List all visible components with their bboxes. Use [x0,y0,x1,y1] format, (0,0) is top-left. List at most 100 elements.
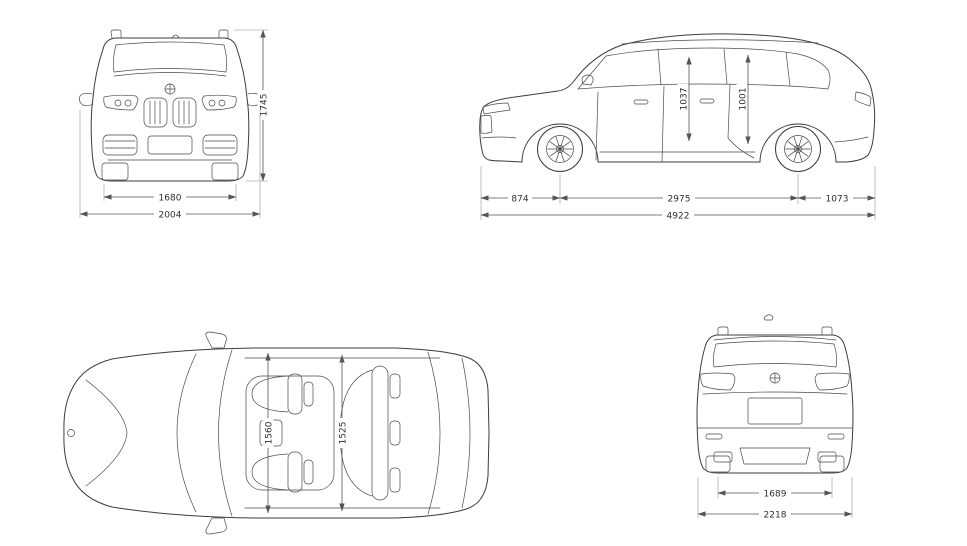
rear-license-plate-recess [747,397,803,425]
rear-right-reflector [827,433,845,440]
top-front-seat-right [251,451,314,493]
dim-rear-track: 1689 [717,477,833,500]
dim-label-front-height: 1745 [260,94,270,117]
top-sunroof [245,375,335,491]
front-body-outline [90,37,250,182]
top-body-outline [63,347,490,519]
dim-side-front-door-height: 1037 [677,56,692,142]
dim-top-front-interior-width: 1560 [262,352,275,514]
side-rear-wheel [775,126,821,172]
dim-label-bg [759,509,791,519]
rear-left-reflector [705,433,723,440]
rear-spoiler-line [713,336,837,341]
dim-label-rear-track: 1689 [764,490,787,500]
front-left-headlight-ring [114,99,122,107]
kidney-grille [143,97,197,128]
dim-rear-overall-width: 2218 [697,477,853,521]
dim-label-front-interior-width: 1560 [265,421,275,444]
rear-left-tire [705,455,731,473]
front-antenna-fin-icon [171,34,180,39]
dim-front-track: 1680 [103,184,237,204]
dim-label-rear-door-height: 1001 [739,88,749,111]
side-rear-door-handle [699,98,715,104]
rear-roof-rails [717,326,833,336]
rear-left-taillight [700,372,736,391]
dim-label-bg [154,192,186,202]
dim-side-wheelbase: 2975 [559,193,799,205]
dim-top-rear-interior-width: 1525 [336,354,349,512]
bmw-roundel-rear-icon [769,372,781,384]
dim-side-rear-door-height: 1001 [736,54,751,145]
dim-label-rear-interior-width: 1525 [339,422,349,445]
front-left-mirror [79,92,94,107]
dim-side-rear-overhang: 1073 [797,193,876,205]
bmw-roundel-top-icon [67,429,75,437]
dim-label-bg [154,209,186,219]
rear-right-tire [819,455,845,473]
license-plate-area [147,135,193,155]
top-rear-window-edge [427,351,441,515]
top-hood-creases [85,379,128,487]
dim-label-front-door-height: 1037 [680,88,690,111]
top-tailgate-edge [461,357,471,509]
dim-label-front-overhang: 874 [511,195,528,205]
side-glasshouse [577,47,831,90]
dim-label-front-track: 1680 [159,194,182,204]
side-mirror [581,74,594,86]
front-left-headlight [103,94,139,111]
dim-front-overall-width: 2004 [79,110,261,221]
dim-label-bg [336,418,348,448]
rear-tailgate-seam [702,391,848,395]
dim-label-overall-length: 4922 [667,212,690,222]
rear-view: 1689 2218 [696,314,854,521]
dim-side-front-overhang: 874 [480,193,561,205]
dim-label-bg [759,488,791,498]
front-left-tire [101,162,129,181]
side-roof-rail [621,39,819,45]
dim-label-bg [677,84,689,114]
side-body-outline [479,33,876,163]
front-right-headlight-ring2 [218,99,226,107]
dim-label-front-overall-width: 2004 [159,211,182,221]
dim-label-bg [262,418,274,448]
side-kidney-grille [480,115,493,134]
front-bumper-intakes [102,134,238,156]
top-right-mirror [205,517,227,535]
side-taillight [854,91,872,107]
rear-right-taillight [814,372,850,391]
front-left-headlight-ring2 [124,99,132,107]
side-view: 1037 1001 874 2975 [479,33,876,222]
front-right-headlight-ring [208,99,216,107]
dim-label-rear-overall-width: 2218 [764,511,787,521]
rear-window [712,340,838,368]
front-roof-rails [110,29,229,39]
bmw-roundel-icon [164,83,176,95]
top-left-mirror [205,331,227,349]
dim-label-rear-overhang: 1073 [826,195,849,205]
side-headlight [482,102,511,115]
front-hood-crease [113,72,227,77]
side-rear-bumper-crease [834,136,869,143]
rear-left-exhaust [713,451,733,463]
rear-right-exhaust [817,451,837,463]
dim-label-bg [663,193,695,203]
top-front-seat-left [251,373,314,415]
front-view: 1745 1680 2004 [79,29,270,221]
front-right-headlight [201,94,237,111]
top-view: 1560 1525 [63,331,490,535]
rear-diffuser [739,447,811,465]
top-windshield-top-edge [218,349,233,517]
rear-antenna-fin-icon [763,314,774,321]
side-front-wheel [537,126,583,172]
side-front-door-handle [633,99,649,105]
dim-label-bg [508,193,532,203]
top-rear-bench [339,365,401,501]
dim-label-wheelbase: 2975 [668,195,691,205]
dim-label-bg [736,84,748,114]
side-door-seams [595,84,755,163]
side-window-dividers [657,48,791,87]
side-front-bumper-crease [481,136,517,139]
front-windshield [112,41,228,73]
